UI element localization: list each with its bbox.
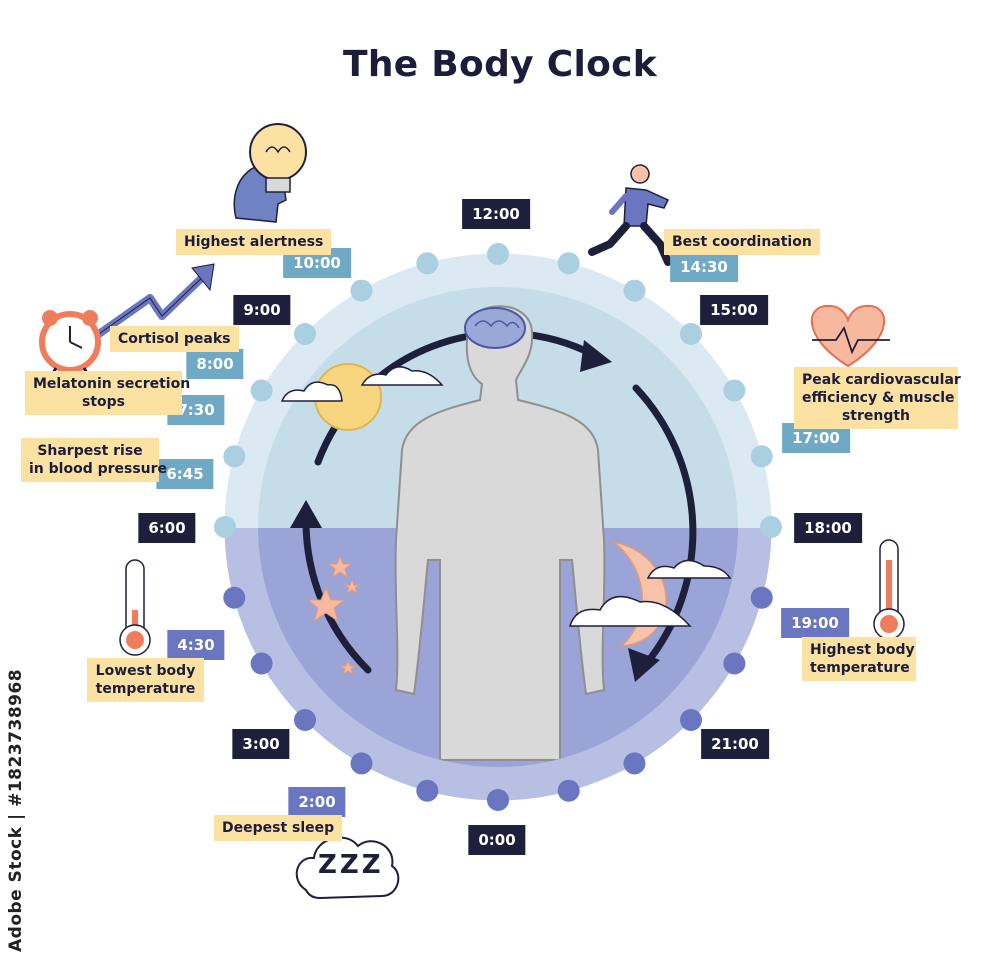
hour-dots — [214, 243, 782, 811]
hour-dot — [623, 279, 646, 302]
event-highest-body-temperature: Highest body temperature — [802, 637, 916, 681]
hour-dot — [350, 752, 373, 775]
cycle-arrow-right — [632, 384, 697, 668]
cloud-icon — [280, 366, 444, 402]
hour-dot — [250, 652, 273, 675]
thermometer-low-icon — [119, 559, 151, 656]
night-cloud-icon — [568, 559, 732, 627]
event-blood-pressure-line-2: in blood pressure — [29, 461, 168, 477]
hour-dot — [557, 779, 580, 802]
event-cardio-line-3: strength — [841, 408, 911, 424]
sleep-zzz-text: ZZZ — [318, 850, 384, 880]
time-label-2-00: 2:00 — [288, 787, 346, 817]
hour-dot — [680, 709, 702, 731]
time-label-18-00: 18:00 — [794, 513, 862, 543]
heart-icon — [810, 304, 890, 368]
brain-icon — [464, 307, 526, 349]
hour-dot — [750, 586, 773, 609]
hour-dot — [416, 779, 439, 802]
event-melatonin-line-1: Melatonin secretion — [33, 376, 191, 392]
hour-dot — [557, 252, 580, 275]
time-label-21-00: 21:00 — [701, 729, 769, 759]
hour-dot — [760, 516, 782, 538]
stock-id-text: Adobe Stock | #1823738968 — [6, 668, 26, 952]
event-peak-cardiovascular: Peak cardiovascular efficiency & muscle … — [794, 367, 961, 429]
hour-dot — [680, 323, 702, 345]
time-label-6-45: 6:45 — [156, 459, 214, 489]
hour-dot — [723, 652, 746, 675]
event-lowest-body-temperature: Lowest body temperature — [87, 658, 204, 702]
event-melatonin-stops: Melatonin secretion stops — [25, 371, 191, 415]
event-lowest-temp-line-2: temperature — [95, 681, 196, 697]
time-label-8-00: 8:00 — [186, 349, 244, 379]
time-label-6-00: 6:00 — [138, 513, 196, 543]
cycle-arrowhead-right — [628, 648, 660, 682]
event-cardio-line-1: Peak cardiovascular — [802, 372, 961, 388]
alarm-clock-icon — [39, 310, 101, 379]
hour-dot — [350, 279, 373, 302]
cycle-arrowhead-left — [290, 500, 322, 528]
time-label-0-00: 0:00 — [468, 825, 526, 855]
sleep-cloud-icon — [295, 836, 400, 900]
time-label-4-30: 4:30 — [167, 630, 225, 660]
event-best-coordination: Best coordination — [664, 229, 820, 255]
event-blood-pressure: Sharpest rise in blood pressure — [21, 438, 168, 482]
human-body-icon — [394, 305, 606, 761]
hour-dot — [294, 323, 316, 345]
event-highest-temp-line-1: Highest body — [810, 642, 915, 658]
runner-icon — [588, 164, 672, 266]
event-melatonin-line-2: stops — [82, 394, 125, 410]
time-label-9-00: 9:00 — [233, 295, 291, 325]
time-label-3-00: 3:00 — [232, 729, 290, 759]
hour-dot — [487, 243, 509, 265]
trend-arrow-icon — [93, 263, 215, 340]
event-deepest-sleep: Deepest sleep — [214, 815, 343, 841]
time-label-15-00: 15:00 — [700, 295, 768, 325]
thermometer-high-icon — [873, 539, 905, 640]
page-title: The Body Clock — [342, 44, 658, 85]
hour-dot — [487, 789, 509, 811]
hour-dot — [214, 516, 236, 538]
hour-dot — [223, 586, 246, 609]
event-highest-temp-line-2: temperature — [810, 660, 910, 676]
hour-dot — [416, 252, 439, 275]
time-label-14-30: 14:30 — [670, 252, 738, 282]
hour-dot — [223, 445, 246, 468]
event-highest-alertness: Highest alertness — [176, 229, 332, 255]
hour-dot — [623, 752, 646, 775]
hour-dot — [750, 445, 773, 468]
time-label-19-00: 19:00 — [781, 608, 849, 638]
event-cardio-line-2: efficiency & muscle — [802, 390, 955, 406]
hour-dot — [294, 709, 316, 731]
cycle-arrowhead-top — [580, 340, 612, 372]
event-blood-pressure-line-1: Sharpest rise — [37, 443, 143, 459]
event-cortisol-peaks: Cortisol peaks — [110, 326, 239, 352]
event-lowest-temp-line-1: Lowest body — [95, 663, 196, 679]
hour-dot — [723, 379, 746, 402]
time-label-12-00: 12:00 — [462, 199, 530, 229]
hour-dot — [250, 379, 273, 402]
lightbulb-icon — [249, 123, 307, 193]
stars-icon — [306, 554, 361, 676]
